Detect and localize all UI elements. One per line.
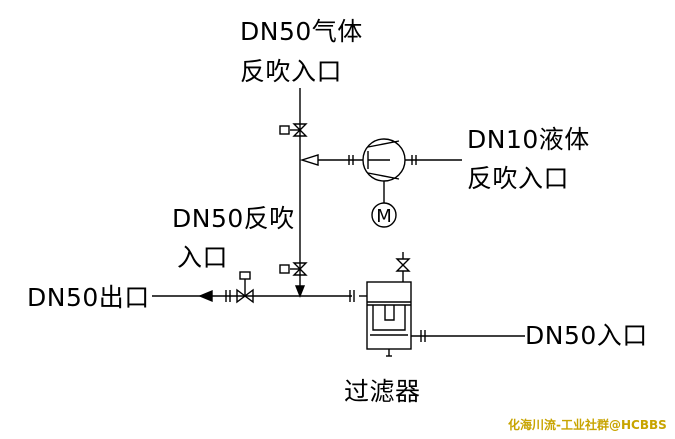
watermark: 化海川流-工业社群@HCBBS [508,418,667,432]
outlet-valve [236,271,254,304]
gas-inlet-label-line1: DN50气体 [240,17,363,46]
motor-symbol: M [376,206,392,227]
filter-vent-valve [395,252,411,282]
outlet-flow-arrow [198,289,213,303]
check-valve [299,154,319,166]
backflush-inlet-label-line2: 入口 [177,243,229,272]
filter [359,281,412,357]
backflush-inlet-label-line1: DN50反吹 [172,204,295,233]
gas-inlet-valve [279,123,308,137]
pump [362,138,406,182]
liquid-inlet-label-line2: 反吹入口 [467,164,570,193]
outlet-label: DN50出口 [27,283,150,312]
liquid-inlet-label-line1: DN10液体 [467,125,590,154]
flow-arrow-down [294,285,306,298]
inlet-label: DN50入口 [525,321,648,350]
backflush-inlet-valve [279,262,308,276]
gas-inlet-label-line2: 反吹入口 [240,57,343,86]
motor [371,202,397,228]
filter-label: 过滤器 [344,377,421,406]
